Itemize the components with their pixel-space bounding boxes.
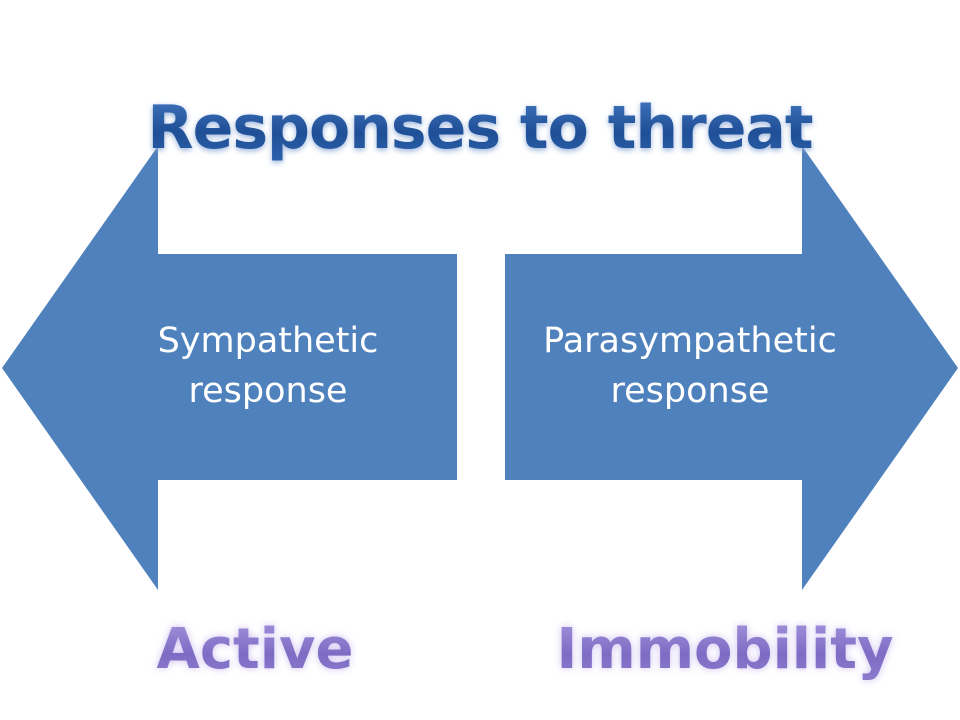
- immobility-label: Immobility: [545, 612, 905, 688]
- left-arrow: [2, 146, 457, 590]
- right-arrow-label: Parasympathetic response: [520, 316, 860, 416]
- active-label: Active: [130, 612, 380, 688]
- diagram-title: Responses to threat: [0, 88, 960, 168]
- right-arrow: [505, 146, 958, 590]
- right-arrow-label-line1: Parasympathetic: [543, 321, 837, 361]
- left-arrow-label-line1: Sympathetic: [157, 321, 379, 361]
- right-arrow-label-line2: response: [610, 371, 770, 411]
- left-arrow-label: Sympathetic response: [108, 316, 428, 416]
- left-arrow-label-line2: response: [188, 371, 348, 411]
